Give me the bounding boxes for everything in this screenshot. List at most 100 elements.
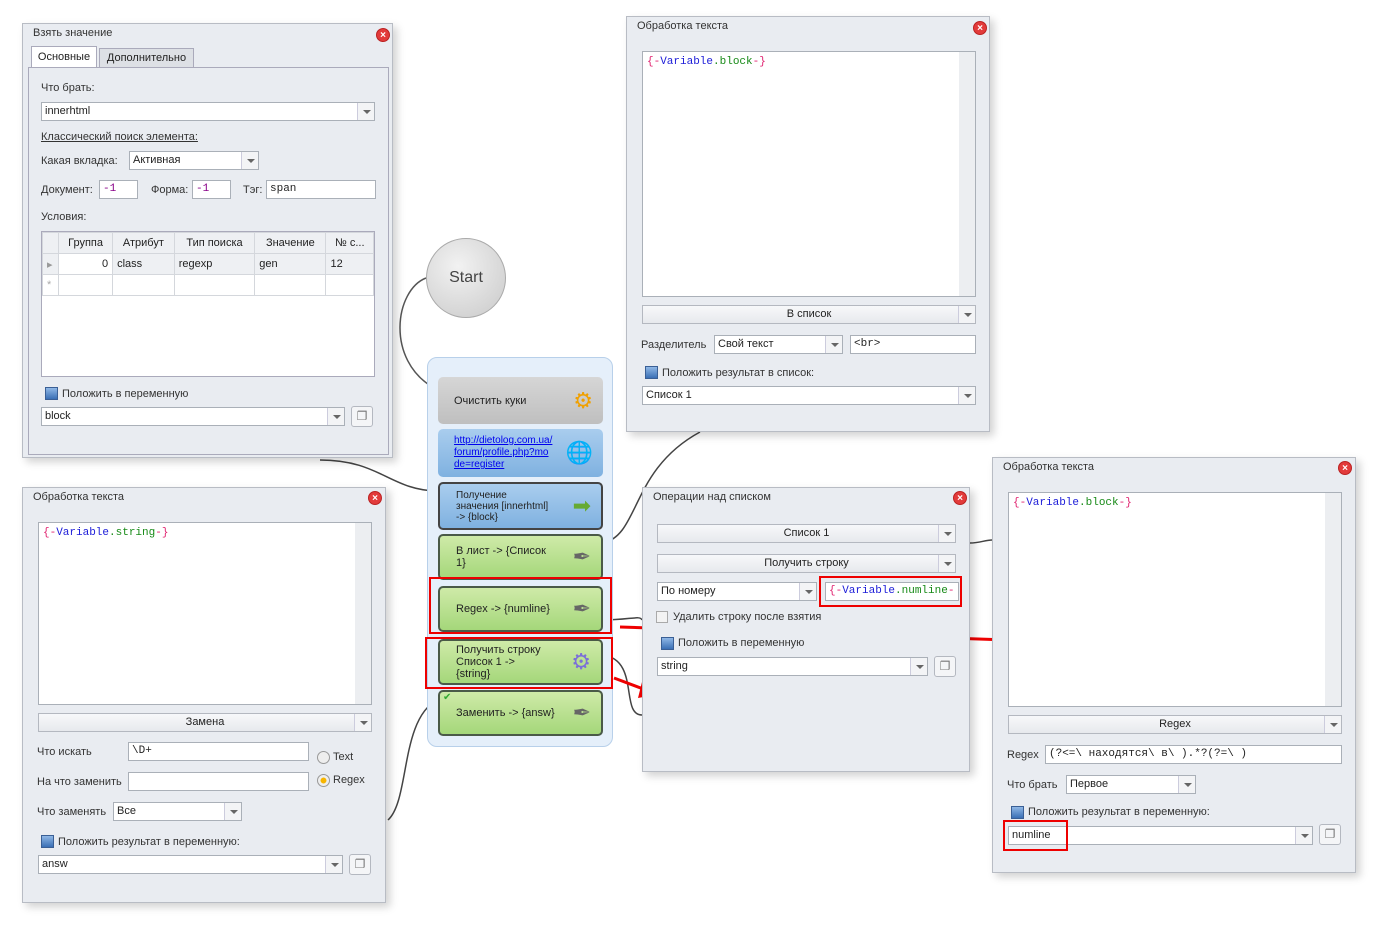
- close-icon[interactable]: ×: [368, 491, 382, 505]
- gears-icon: ⚙: [573, 387, 593, 413]
- new-row[interactable]: *: [42, 274, 374, 296]
- check-icon: ✔: [443, 692, 452, 703]
- cell-search-type[interactable]: regexp: [173, 253, 256, 275]
- node-replace[interactable]: ✔Заменить -> {answ}✒: [438, 690, 603, 736]
- close-icon[interactable]: ×: [376, 28, 390, 42]
- separator-input[interactable]: <br>: [850, 335, 976, 354]
- line-number-input[interactable]: {-Variable.numline-: [825, 582, 959, 601]
- save-variable-select[interactable]: answ: [38, 855, 343, 874]
- close-icon[interactable]: ×: [973, 21, 987, 35]
- chevron-down-icon[interactable]: [958, 306, 975, 323]
- list-select[interactable]: Список 1: [657, 524, 956, 543]
- col-value[interactable]: Значение: [254, 232, 327, 254]
- text-processing-right-panel: Обработка текста × {-Variable.block-} Re…: [992, 457, 1356, 873]
- what-select[interactable]: innerhtml: [41, 102, 375, 121]
- node-url-link[interactable]: http://dietolog.com.ua/forum/profile.php…: [454, 435, 553, 470]
- replace-input[interactable]: [128, 772, 309, 791]
- mode-select[interactable]: В список: [642, 305, 976, 324]
- save-checkbox[interactable]: [45, 387, 58, 400]
- radio-regex[interactable]: [317, 774, 330, 787]
- mode-select[interactable]: Regex: [1008, 715, 1342, 734]
- delete-checkbox[interactable]: [656, 611, 668, 623]
- doc-label: Документ:: [41, 184, 93, 196]
- save-checkbox[interactable]: [645, 366, 658, 379]
- col-group[interactable]: Группа: [57, 232, 114, 254]
- scrollbar[interactable]: [1325, 493, 1341, 706]
- chevron-down-icon[interactable]: [1295, 827, 1312, 844]
- chevron-down-icon[interactable]: [325, 856, 342, 873]
- node-get-line[interactable]: Получить строку Список 1 -> {string}⚙: [438, 639, 603, 685]
- what-label: Что брать:: [41, 82, 95, 94]
- text-editor[interactable]: {-Variable.string-}: [38, 522, 372, 705]
- cell-number[interactable]: 12: [325, 253, 374, 275]
- cell-attribute[interactable]: class: [112, 253, 175, 275]
- copy-icon[interactable]: ❐: [351, 406, 373, 427]
- chevron-down-icon[interactable]: [1324, 716, 1341, 733]
- chevron-down-icon[interactable]: [327, 408, 344, 425]
- pen-icon: ✒: [572, 700, 591, 725]
- col-search-type[interactable]: Тип поиска: [173, 232, 256, 254]
- operation-select[interactable]: Получить строку: [657, 554, 956, 573]
- classic-search-link[interactable]: Классический поиск элемента:: [41, 131, 198, 143]
- chevron-down-icon[interactable]: [799, 583, 816, 600]
- doc-input[interactable]: -1: [99, 180, 138, 199]
- save-label: Положить в переменную: [62, 388, 189, 400]
- cell-value[interactable]: gen: [254, 253, 327, 275]
- export-arrow-icon: ➡: [572, 493, 591, 518]
- radio-text[interactable]: [317, 751, 330, 764]
- node-navigate-url[interactable]: http://dietolog.com.ua/forum/profile.php…: [438, 429, 603, 477]
- node-regex[interactable]: Regex -> {numline}✒: [438, 586, 603, 632]
- cell-group[interactable]: 0: [57, 253, 114, 275]
- node-get-value[interactable]: Получение значения [innerhtml] -> {block…: [438, 482, 603, 530]
- chevron-down-icon[interactable]: [354, 714, 371, 731]
- save-list-select[interactable]: Список 1: [642, 386, 976, 405]
- tab-select[interactable]: Активная: [129, 151, 259, 170]
- tab-advanced[interactable]: Дополнительно: [99, 48, 194, 68]
- separator-type-select[interactable]: Свой текст: [714, 335, 843, 354]
- chevron-down-icon[interactable]: [825, 336, 842, 353]
- find-input[interactable]: \D+: [128, 742, 309, 761]
- save-variable-select[interactable]: block: [41, 407, 345, 426]
- col-attribute[interactable]: Атрибут: [112, 232, 175, 254]
- save-label: Положить результат в список:: [662, 367, 815, 379]
- save-checkbox[interactable]: [661, 637, 674, 650]
- node-clear-cookies[interactable]: Очистить куки⚙: [438, 377, 603, 424]
- chevron-down-icon[interactable]: [910, 658, 927, 675]
- regex-input[interactable]: (?<=\ находятся\ в\ ).*?(?=\ ): [1045, 745, 1342, 764]
- text-editor[interactable]: {-Variable.block-}: [642, 51, 976, 297]
- text-editor[interactable]: {-Variable.block-}: [1008, 492, 1342, 707]
- tag-input[interactable]: span: [266, 180, 376, 199]
- save-variable-select[interactable]: string: [657, 657, 928, 676]
- close-icon[interactable]: ×: [953, 491, 967, 505]
- chevron-down-icon[interactable]: [938, 555, 955, 572]
- what-replace-select[interactable]: Все: [113, 802, 242, 821]
- copy-icon[interactable]: ❐: [1319, 824, 1341, 845]
- tab-value: Активная: [133, 154, 181, 166]
- copy-icon[interactable]: ❐: [349, 854, 371, 875]
- highlight-box: [425, 637, 613, 689]
- start-node[interactable]: Start: [426, 238, 506, 318]
- chevron-down-icon[interactable]: [1178, 776, 1195, 793]
- scrollbar[interactable]: [355, 523, 371, 704]
- chevron-down-icon[interactable]: [938, 525, 955, 542]
- form-input[interactable]: -1: [192, 180, 231, 199]
- save-checkbox[interactable]: [1011, 806, 1024, 819]
- chevron-down-icon[interactable]: [241, 152, 258, 169]
- chevron-down-icon[interactable]: [357, 103, 374, 120]
- close-icon[interactable]: ×: [1338, 461, 1352, 475]
- node-to-list[interactable]: В лист -> {Список 1}✒: [438, 534, 603, 580]
- chevron-down-icon[interactable]: [224, 803, 241, 820]
- copy-icon[interactable]: ❐: [934, 656, 956, 677]
- panel-title: Взять значение: [33, 27, 113, 39]
- scrollbar[interactable]: [959, 52, 975, 296]
- save-checkbox[interactable]: [41, 835, 54, 848]
- what-select[interactable]: Первое: [1066, 775, 1196, 794]
- mode-select[interactable]: Замена: [38, 713, 372, 732]
- chevron-down-icon[interactable]: [958, 387, 975, 404]
- col-number[interactable]: № с...: [325, 232, 374, 254]
- by-select[interactable]: По номеру: [657, 582, 817, 601]
- tab-basic[interactable]: Основные: [31, 46, 97, 68]
- save-variable-select[interactable]: numline: [1008, 826, 1313, 845]
